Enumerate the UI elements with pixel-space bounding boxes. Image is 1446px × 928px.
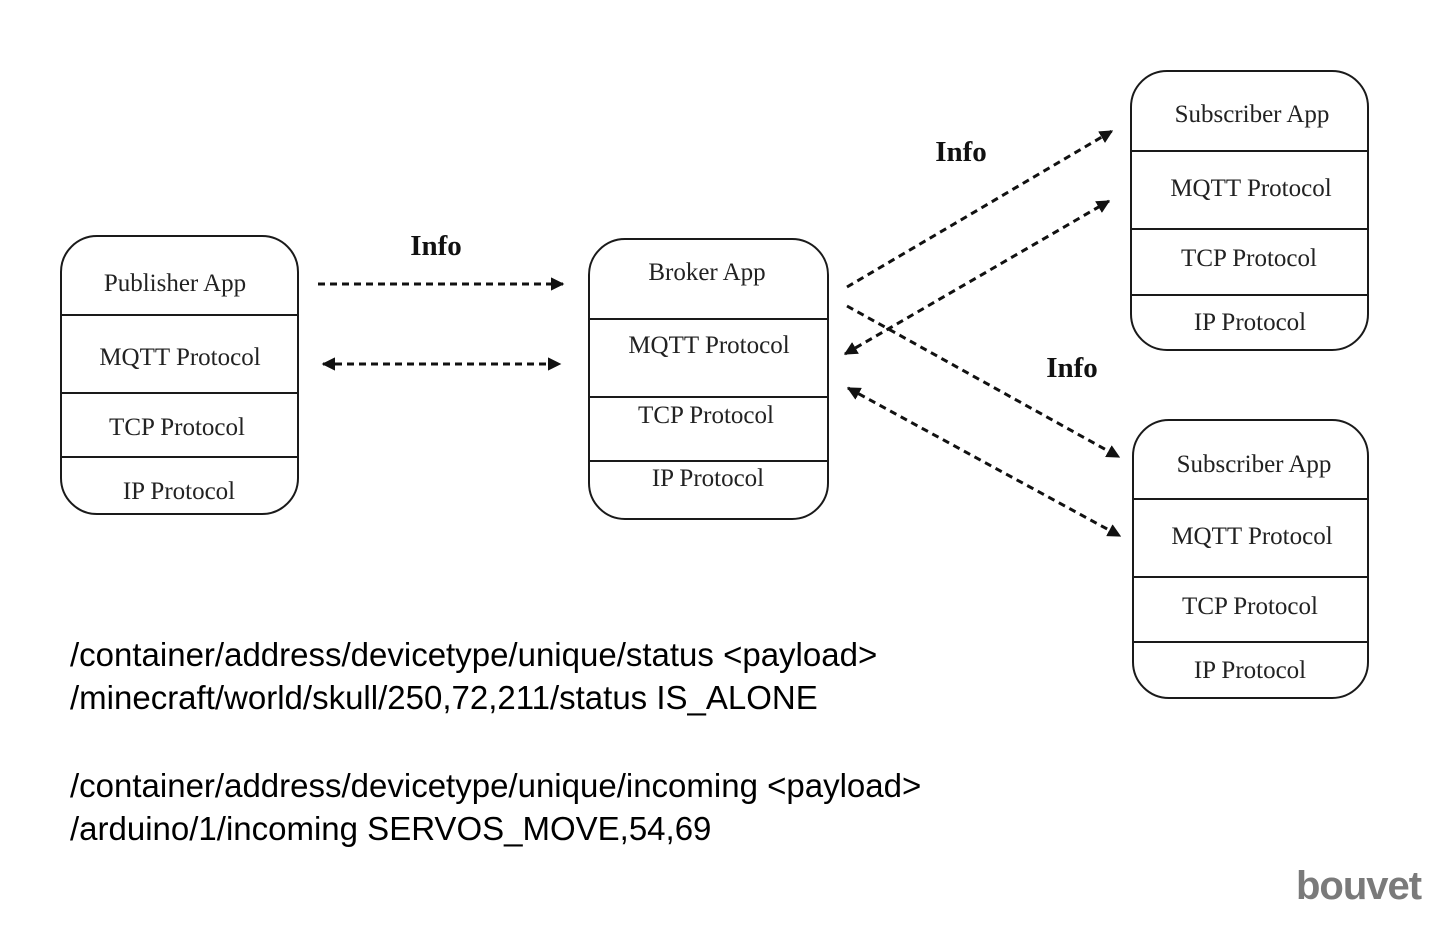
- bouvet-logo: bouvet: [1296, 864, 1422, 908]
- publisher-mqtt-label: MQTT Protocol: [99, 344, 260, 371]
- topic-status-pattern: /container/address/devicetype/unique/sta…: [70, 636, 878, 673]
- topic-spacer: [70, 719, 921, 764]
- broker-ip-label: IP Protocol: [652, 465, 764, 492]
- topic-incoming-pattern: /container/address/devicetype/unique/inc…: [70, 767, 922, 804]
- broker-app-label: Broker App: [648, 259, 765, 286]
- broker-subscriber-bottom-ack-arrow: [846, 386, 1122, 538]
- info-label-subscriber-bottom: Info: [1046, 352, 1098, 384]
- subscriber-top-tcp-label: TCP Protocol: [1181, 245, 1317, 272]
- subscriber-bottom-tcp-label: TCP Protocol: [1182, 593, 1318, 620]
- subscriber-top-mqtt-label: MQTT Protocol: [1170, 175, 1331, 202]
- subscriber-bottom-ip-label: IP Protocol: [1194, 657, 1306, 684]
- publisher-ip-label: IP Protocol: [123, 478, 235, 505]
- info-label-publisher: Info: [410, 230, 462, 262]
- subscriber-bottom-stack: Subscriber App MQTT Protocol TCP Protoco…: [1132, 419, 1369, 699]
- publisher-app-label: Publisher App: [104, 270, 246, 297]
- publisher-stack: Publisher App MQTT Protocol TCP Protocol…: [60, 235, 299, 515]
- topic-examples: /container/address/devicetype/unique/sta…: [70, 633, 921, 850]
- subscriber-bottom-app-label: Subscriber App: [1177, 451, 1332, 478]
- broker-subscriber-top-ack-arrow: [843, 199, 1111, 356]
- subscriber-bottom-mqtt-label: MQTT Protocol: [1171, 523, 1332, 550]
- subscriber-top-stack: Subscriber App MQTT Protocol TCP Protoco…: [1130, 70, 1369, 351]
- broker-tcp-label: TCP Protocol: [638, 402, 774, 429]
- broker-mqtt-label: MQTT Protocol: [628, 332, 789, 359]
- topic-status-example: /minecraft/world/skull/250,72,211/status…: [70, 679, 818, 716]
- topic-incoming-example: /arduino/1/incoming SERVOS_MOVE,54,69: [70, 810, 712, 847]
- broker-stack: Broker App MQTT Protocol TCP Protocol IP…: [588, 238, 829, 520]
- publisher-tcp-label: TCP Protocol: [109, 414, 245, 441]
- broker-to-subscriber-bottom-arrow: [846, 304, 1121, 459]
- info-label-subscriber-top: Info: [935, 136, 987, 168]
- subscriber-top-app-label: Subscriber App: [1175, 101, 1330, 128]
- subscriber-top-ip-label: IP Protocol: [1194, 309, 1306, 336]
